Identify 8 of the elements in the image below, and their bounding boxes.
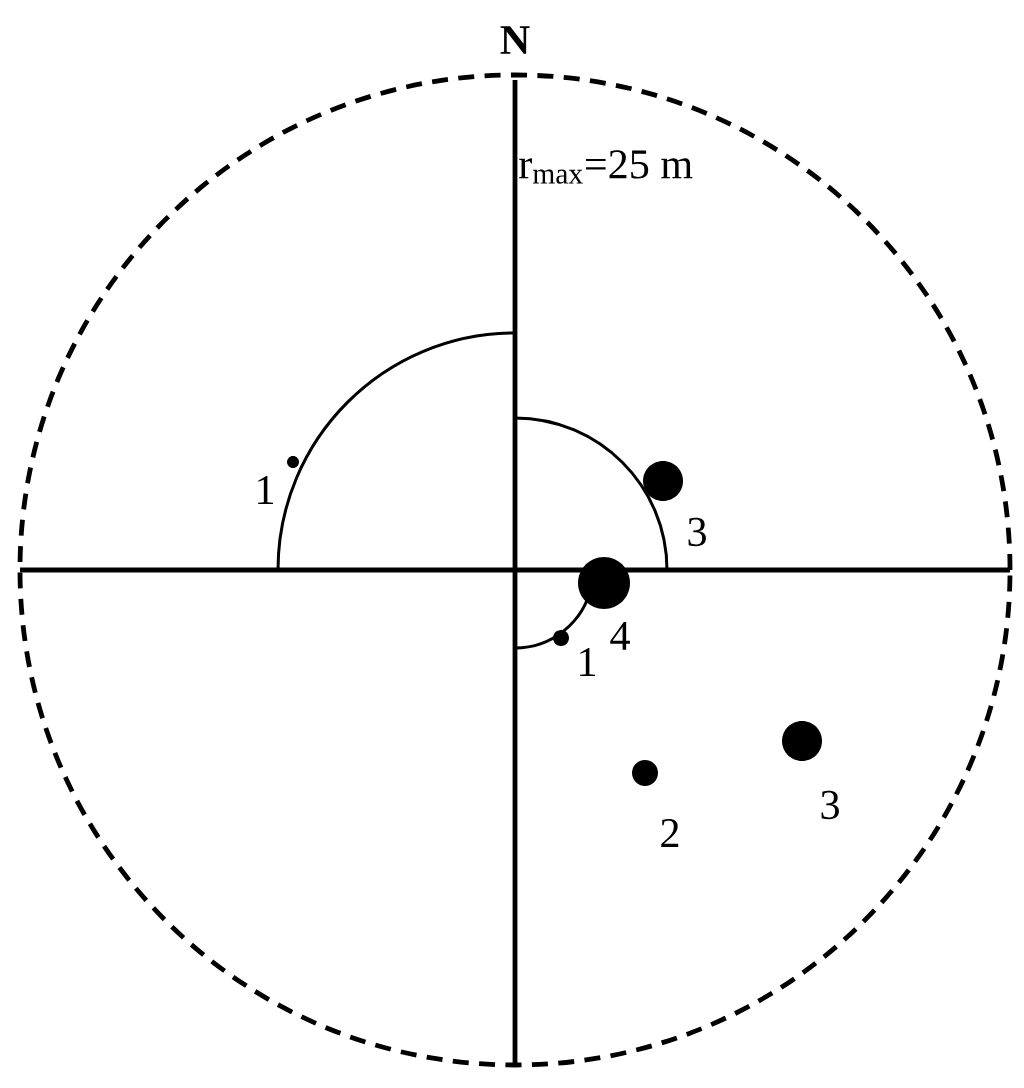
- callout-number: 1: [258, 476, 273, 504]
- callout-number: 4: [610, 622, 630, 650]
- north-label: N: [500, 26, 530, 54]
- callout-number: 3: [821, 790, 839, 820]
- callout-number: 3: [688, 517, 706, 547]
- callout-number: 2: [661, 819, 679, 847]
- radius-label: r$_{max}$=25 m: [519, 150, 693, 184]
- callout-number: 1: [580, 648, 596, 676]
